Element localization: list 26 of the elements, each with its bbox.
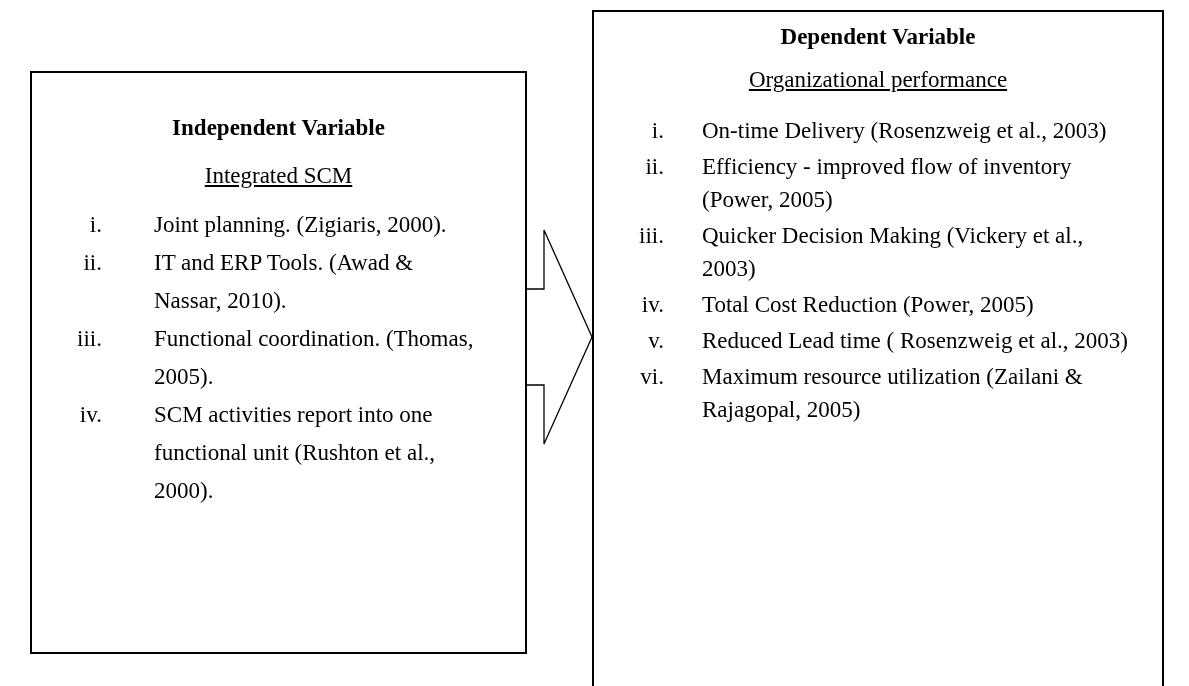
list-item: Joint planning. (Zigiaris, 2000). (154, 211, 448, 239)
list-numeral: iv. (640, 291, 664, 319)
variable-box (592, 10, 1164, 686)
list-item: Maximum resource utilization (Zailani & Rajagopal, 2005) (702, 363, 1084, 424)
list-item: Total Cost Reduction (Power, 2005) (702, 291, 1035, 319)
list-item: Efficiency - improved flow of inventory (Power, 2005) (702, 153, 1073, 214)
list-numeral: ii. (82, 249, 102, 277)
box-heading: Dependent Variable (779, 24, 977, 50)
list-item: Quicker Decision Making (Vickery et al., 2003) (702, 222, 1085, 283)
list-item: Reduced Lead time ( Rosenzweig et al., 2003) (702, 327, 1129, 355)
list-item: SCM activities report into one functional unit (Rushton et al., 2000). (154, 401, 437, 505)
list-numeral: i. (88, 211, 102, 239)
variable-box (30, 71, 527, 654)
list-numeral: ii. (644, 153, 664, 181)
list-numeral: iii. (638, 222, 664, 250)
list-numeral: vi. (639, 363, 664, 391)
box-subheading: Integrated SCM (203, 163, 354, 189)
list-item: IT and ERP Tools. (Awad & Nassar, 2010). (154, 249, 415, 315)
list-numeral: iv. (78, 401, 102, 429)
box-heading: Independent Variable (171, 115, 386, 141)
list-numeral: v. (647, 327, 664, 355)
list-numeral: i. (650, 117, 664, 145)
list-numeral: iii. (76, 325, 102, 353)
box-subheading: Organizational performance (747, 67, 1009, 93)
list-item: On-time Delivery (Rosenzweig et al., 2003) (702, 117, 1108, 145)
list-item: Functional coordination. (Thomas, 2005). (154, 325, 475, 391)
